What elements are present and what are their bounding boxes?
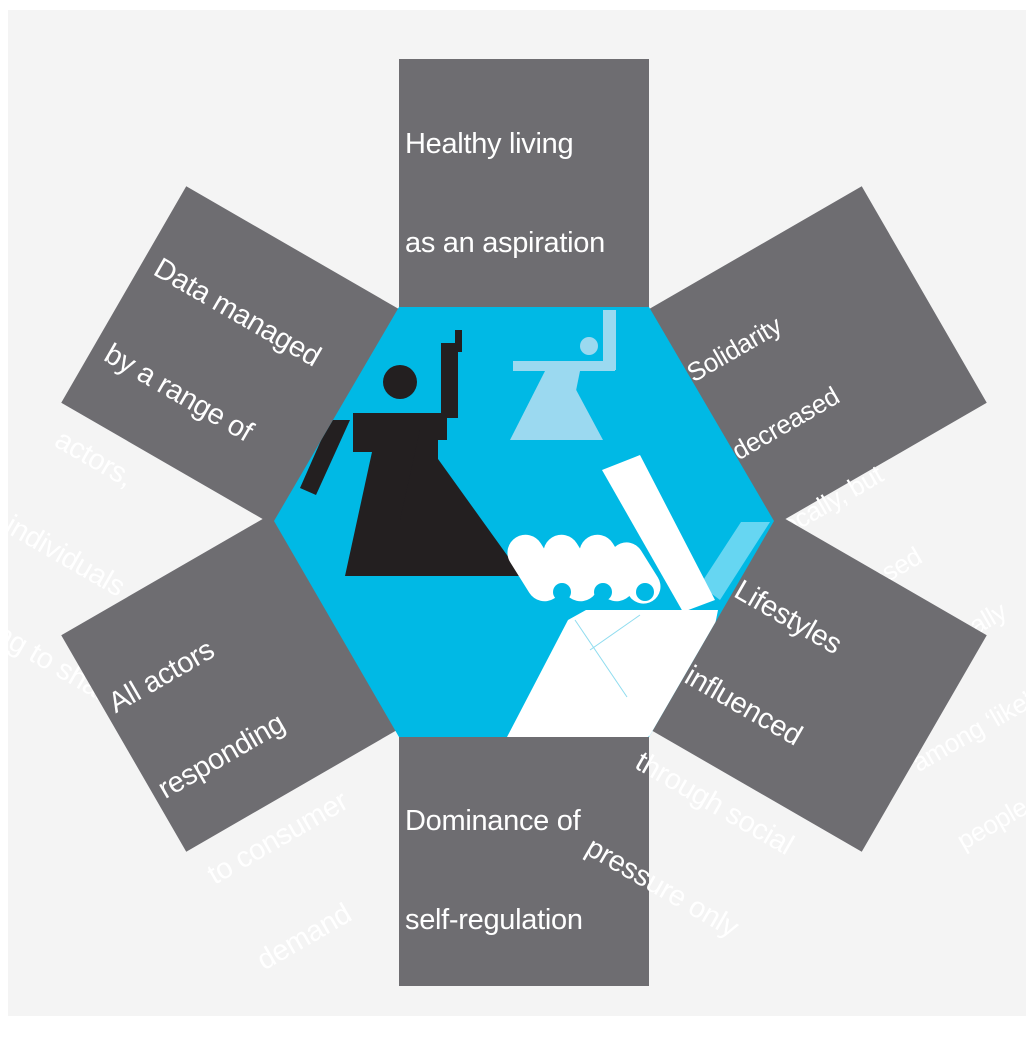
panel-bottom-text: Dominance of self-regulation xyxy=(405,739,583,1003)
pointing-hand-icon xyxy=(507,455,770,737)
panel-bottom-line: Dominance of xyxy=(405,805,581,837)
panel-top-line: Healthy living xyxy=(405,128,574,160)
panel-top-text: Healthy living as an aspiration xyxy=(405,62,605,326)
panel-top: Healthy living as an aspiration xyxy=(399,59,649,319)
person-raising-hand-icon xyxy=(300,330,522,576)
hexagon xyxy=(274,307,774,737)
panel-bottom: Dominance of self-regulation xyxy=(399,720,649,986)
panel-bottom-line: self-regulation xyxy=(405,904,583,936)
seated-person-icon xyxy=(510,310,616,440)
panel-top-line: as an aspiration xyxy=(405,227,605,259)
